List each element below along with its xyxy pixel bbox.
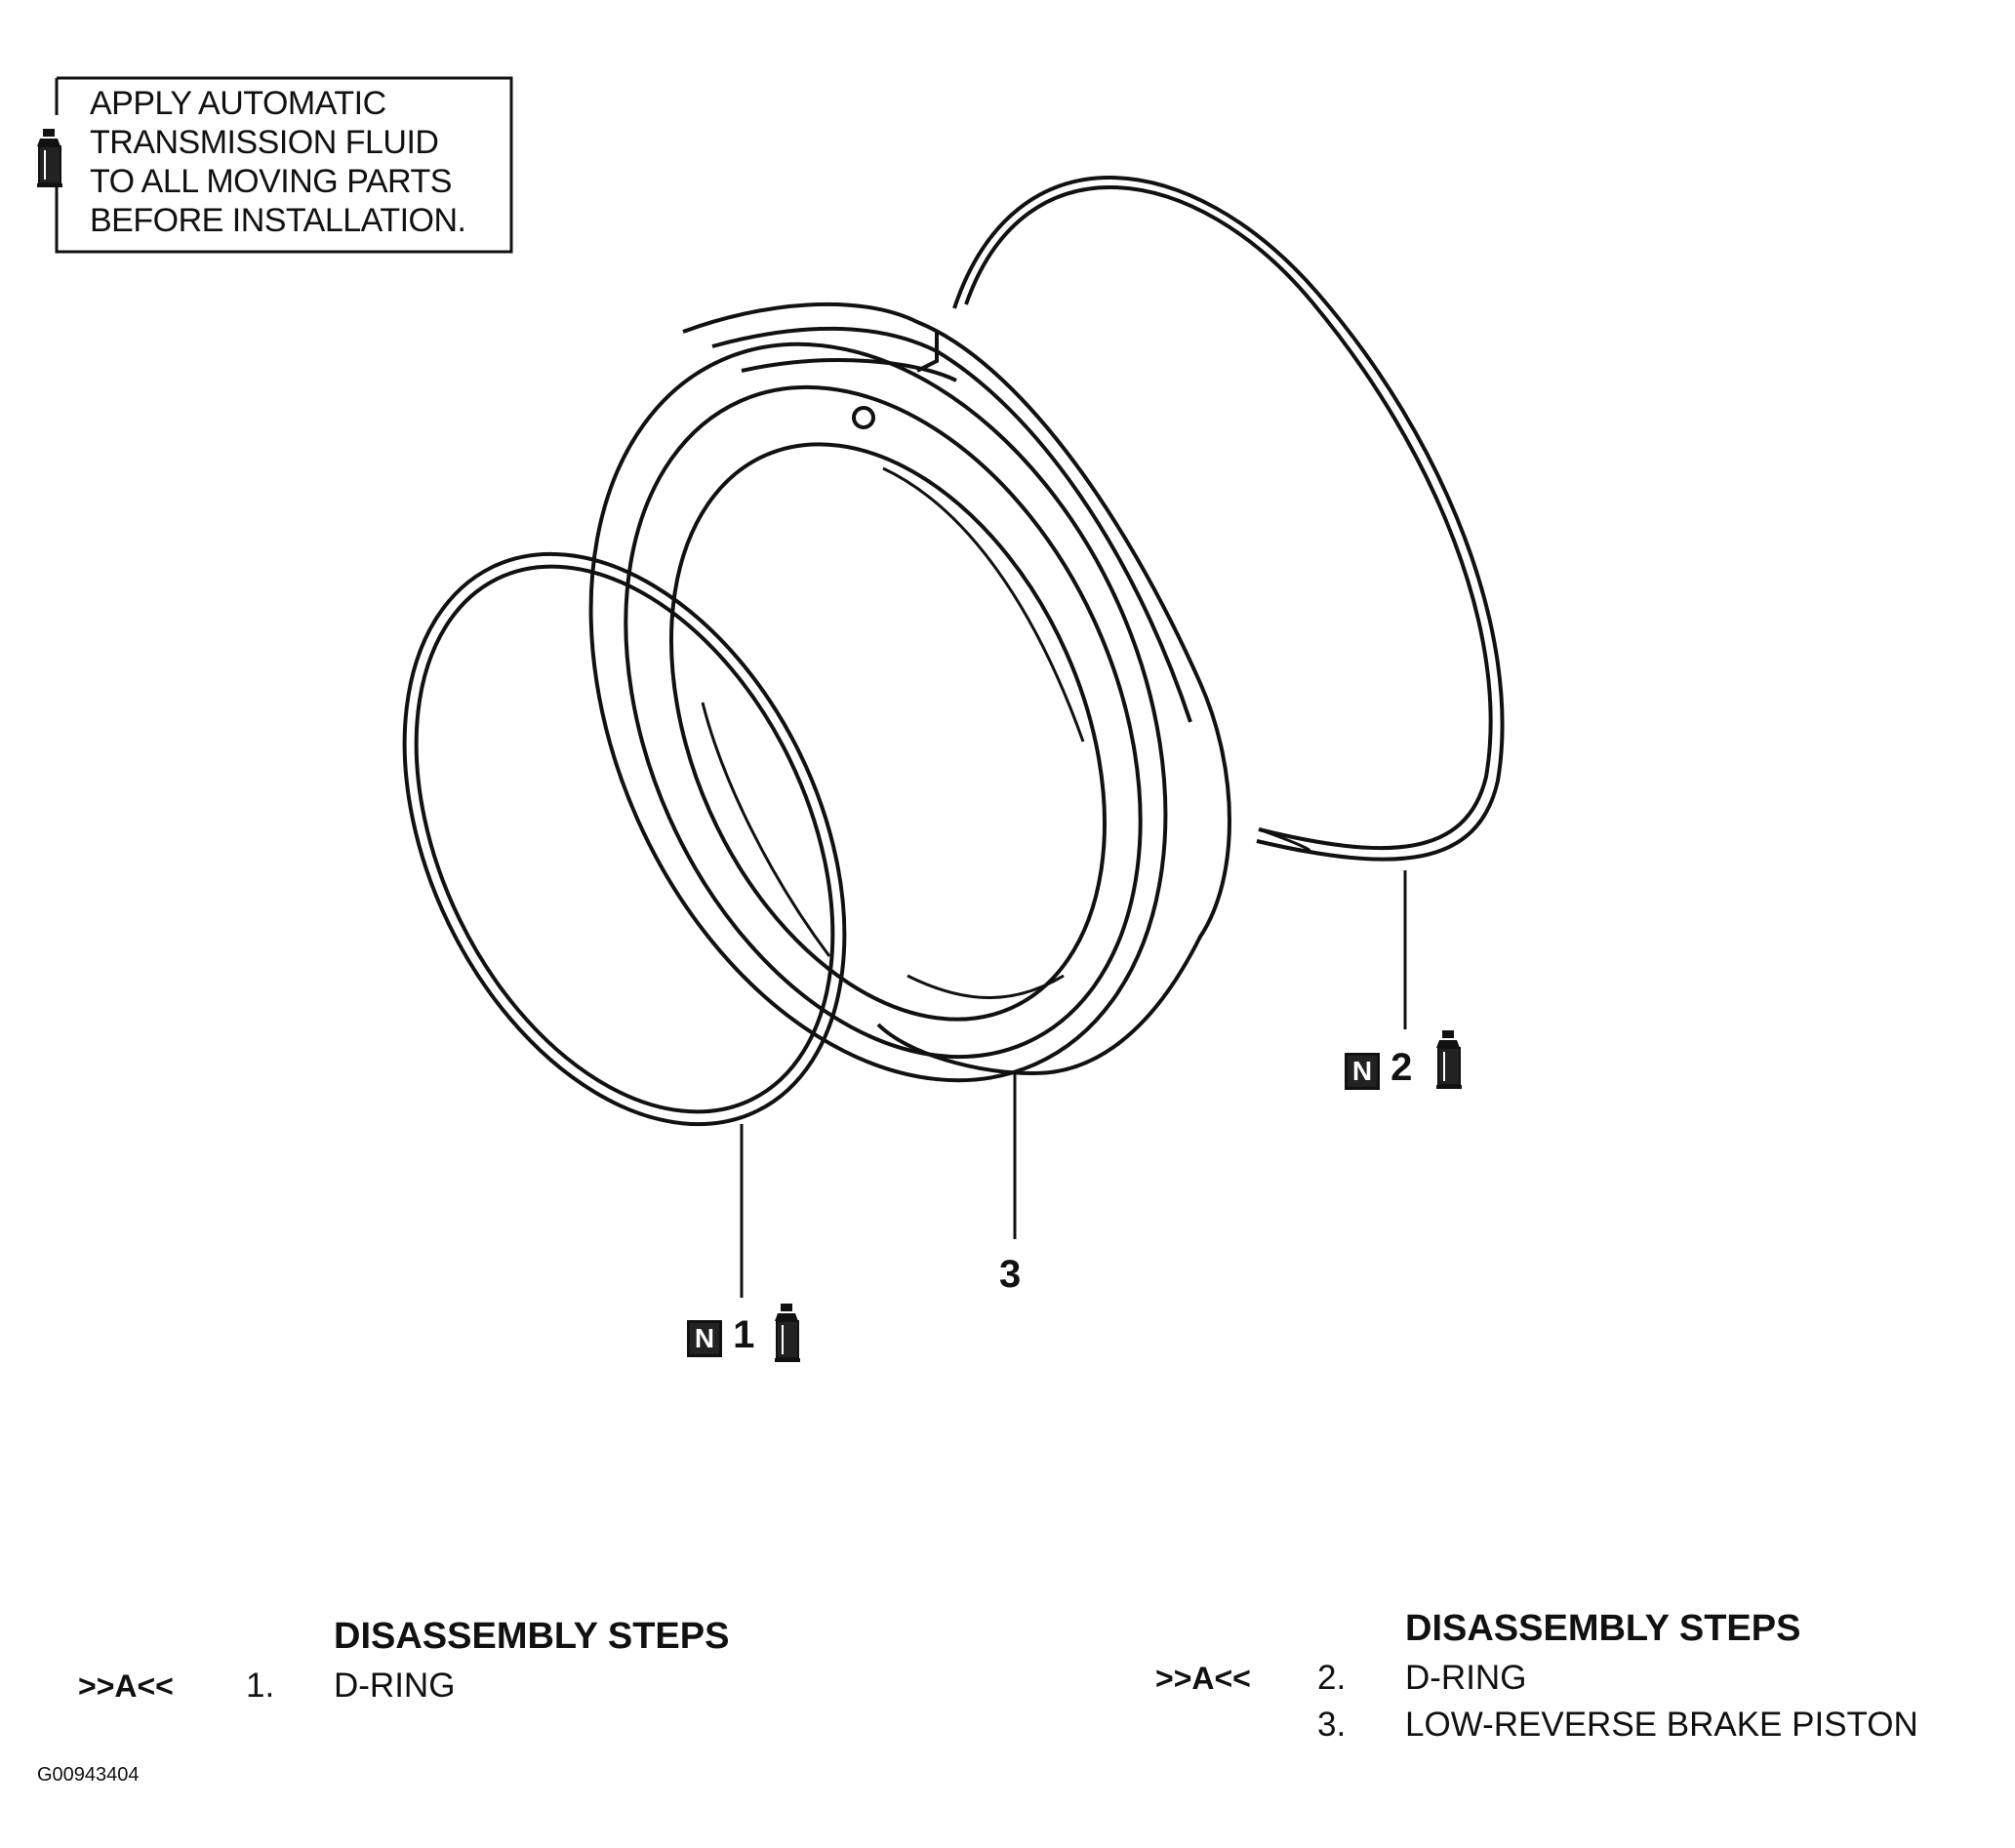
new-part-badge-icon: N — [1345, 1053, 1380, 1090]
callout-part-2: N 2 — [1345, 1046, 1412, 1090]
step-text: D-RING — [1405, 1659, 1527, 1697]
oil-bottle-icon — [1435, 1029, 1463, 1090]
callout-part-3: 3 — [999, 1253, 1021, 1297]
step-text: D-RING — [334, 1667, 456, 1705]
new-part-badge-icon: N — [687, 1320, 722, 1357]
note-line: APPLY AUTOMATIC — [90, 85, 386, 122]
steps-right-title: DISASSEMBLY STEPS — [1405, 1608, 1801, 1649]
note-text: APPLY AUTOMATIC TRANSMISSION FLUID TO AL… — [90, 84, 466, 240]
callout-number: 3 — [999, 1253, 1022, 1296]
callout-number: 2 — [1390, 1046, 1413, 1089]
note-line: TRANSMISSION FLUID — [90, 124, 439, 161]
step-ref: >>A<< — [1155, 1661, 1251, 1696]
step-number: 1. — [246, 1667, 275, 1705]
step-number: 3. — [1317, 1706, 1347, 1744]
callout-part-1: N 1 — [687, 1313, 754, 1357]
oil-bottle-icon — [774, 1303, 801, 1363]
note-box-frame — [55, 76, 513, 254]
callout-number: 1 — [733, 1313, 755, 1356]
d-ring-2 — [952, 176, 1505, 862]
brake-piston-3 — [588, 301, 1231, 1083]
d-ring-1 — [402, 551, 847, 1127]
note-line: BEFORE INSTALLATION. — [90, 202, 466, 239]
leader-lines — [740, 870, 1407, 1298]
step-number: 2. — [1317, 1659, 1347, 1697]
step-ref: >>A<< — [78, 1668, 174, 1704]
note-line: TO ALL MOVING PARTS — [90, 163, 452, 200]
oil-bottle-icon — [36, 128, 63, 188]
steps-left-title: DISASSEMBLY STEPS — [334, 1616, 730, 1657]
figure-id: G00943404 — [37, 1764, 140, 1786]
step-text: LOW-REVERSE BRAKE PISTON — [1405, 1706, 1918, 1744]
